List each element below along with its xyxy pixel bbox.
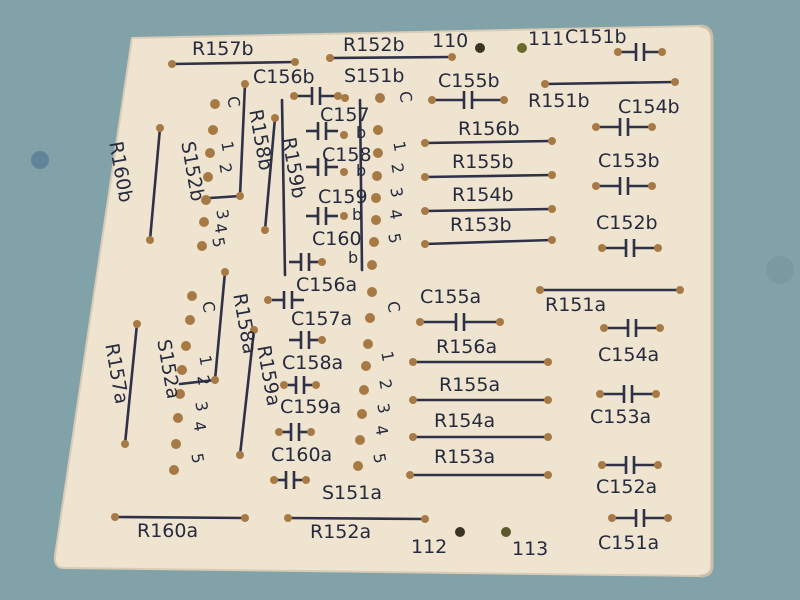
label-s151a: S151a — [322, 482, 382, 504]
label-c153a: C153a — [590, 406, 652, 428]
label-111: 111 — [528, 28, 565, 50]
label-c158a: C158a — [282, 352, 344, 374]
label-r157b: R157b — [192, 38, 254, 60]
label-r151b: R151b — [528, 90, 590, 112]
label-112: 112 — [411, 536, 448, 558]
label-b4: b — [348, 248, 359, 267]
label-c152a: C152a — [596, 476, 658, 498]
mounting-holes — [455, 43, 527, 537]
label-c156a: C156a — [296, 274, 358, 296]
label-r153a: R153a — [434, 446, 496, 468]
label-r151a: R151a — [545, 294, 607, 316]
label-c155a: C155a — [420, 286, 482, 308]
label-c154a: C154a — [598, 344, 660, 366]
label-c151a: C151a — [598, 532, 660, 554]
label-r154b: R154b — [452, 184, 514, 206]
label-c155b: C155b — [438, 70, 500, 92]
label-r156a: R156a — [436, 336, 498, 358]
label-c160a: C160a — [271, 444, 333, 466]
label-s151b: S151b — [344, 65, 405, 87]
label-r154a: R154a — [434, 410, 496, 432]
label-c156b: C156b — [253, 66, 315, 88]
label-r156b: R156b — [458, 118, 520, 140]
label-r153b: R153b — [450, 214, 512, 236]
label-b1: b — [356, 123, 367, 142]
label-c157a: C157a — [291, 308, 353, 330]
label-r152a: R152a — [310, 521, 372, 543]
solder-pads — [111, 48, 684, 523]
label-c159: C159 — [318, 186, 368, 208]
label-r152b: R152b — [343, 34, 405, 56]
capacitor-symbols — [272, 43, 668, 527]
label-r155a: R155a — [439, 374, 501, 396]
label-b2: b — [356, 161, 367, 180]
label-r160a: R160a — [137, 520, 199, 542]
label-r155b: R155b — [452, 151, 514, 173]
label-b3: b — [352, 205, 363, 224]
label-110: 110 — [432, 30, 469, 52]
label-c157: C157 — [320, 104, 370, 126]
label-c158: C158 — [322, 144, 372, 166]
label-c160: C160 — [312, 228, 362, 250]
label-c152b: C152b — [596, 212, 658, 234]
label-c154b: C154b — [618, 96, 680, 118]
label-c159a: C159a — [280, 396, 342, 418]
label-c153b: C153b — [598, 150, 660, 172]
label-113: 113 — [512, 538, 549, 560]
label-c151b: C151b — [565, 26, 627, 48]
traces — [113, 55, 682, 521]
